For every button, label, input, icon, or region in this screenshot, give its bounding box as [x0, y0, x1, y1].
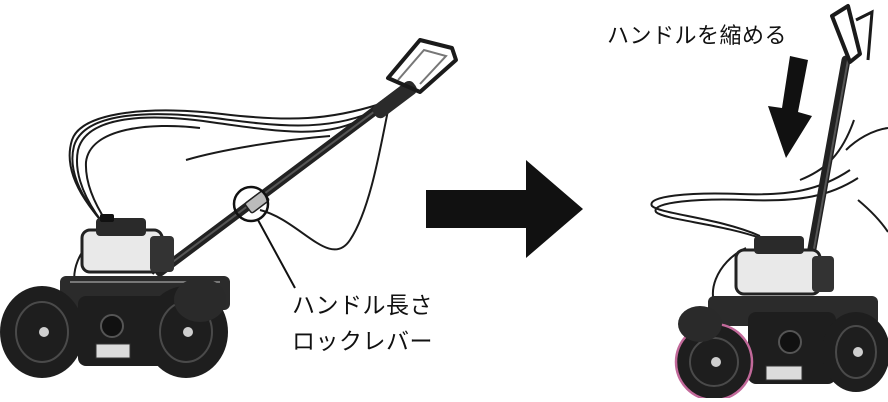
- handle-bar-shortened: [801, 55, 851, 287]
- wheel-rear: [174, 278, 226, 322]
- wheel-left: [0, 286, 84, 378]
- handle-grip: [372, 80, 417, 119]
- machine-extended: [0, 38, 458, 378]
- handle-loop: [386, 38, 458, 94]
- lock-lever-label-line1: ハンドル長さ: [292, 293, 433, 319]
- shorten-handle-label: ハンドルを縮める: [607, 24, 788, 49]
- down-arrow-icon: [768, 56, 812, 158]
- right-arrow-icon: [426, 160, 583, 258]
- callout-leader-line: [257, 219, 296, 289]
- engine-unit-right: [734, 236, 834, 296]
- handle-loop-shortened: [830, 4, 862, 64]
- engine-unit: [80, 214, 174, 274]
- lock-lever-label-line2: ロックレバー: [292, 329, 433, 355]
- machine-shortened: [650, 4, 888, 402]
- circle-callout-icon: [232, 185, 270, 223]
- wheel-rear-right-machine: [678, 306, 722, 342]
- wheel-right-right-machine: [822, 312, 888, 392]
- chassis-center-right: [748, 312, 836, 384]
